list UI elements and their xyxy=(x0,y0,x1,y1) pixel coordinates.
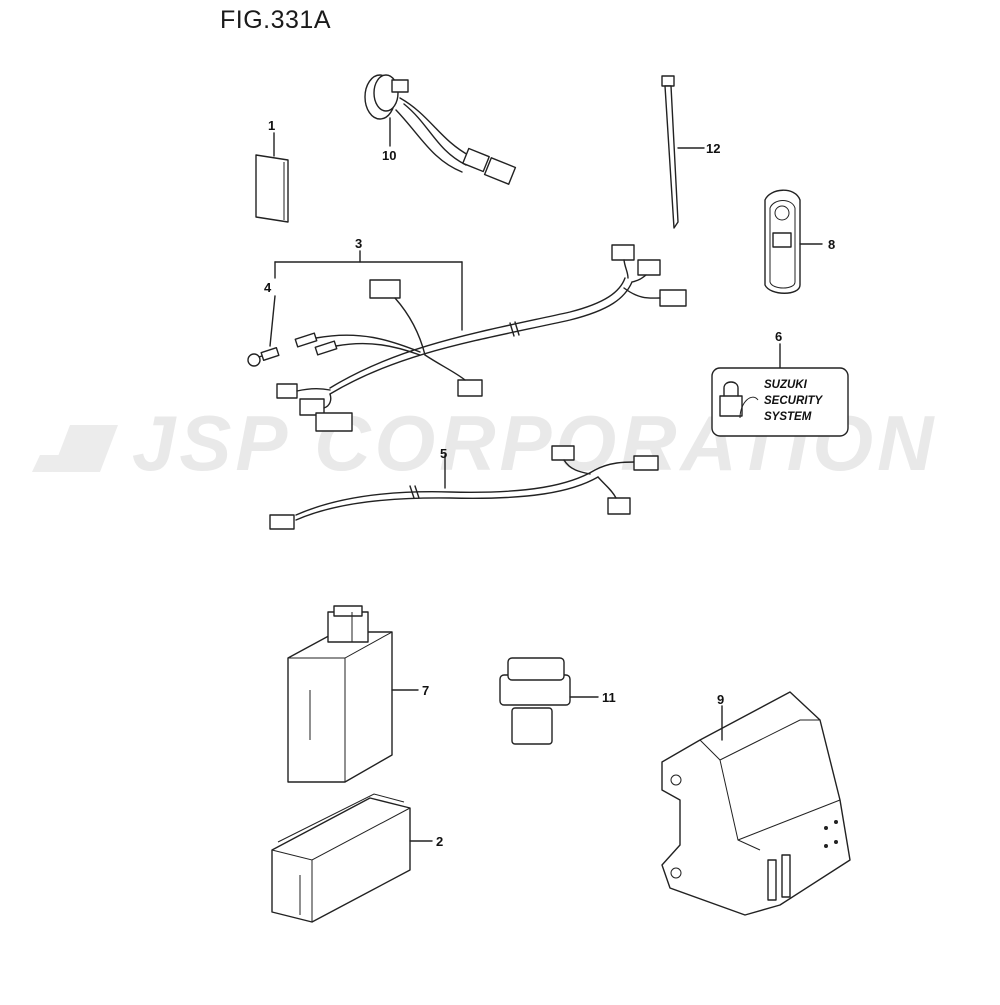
part-1-card xyxy=(255,132,289,223)
part-7-control-module xyxy=(287,605,419,783)
part-5-sub-harness xyxy=(269,445,659,530)
callout-6: 6 xyxy=(775,329,782,344)
callout-5: 5 xyxy=(440,446,447,461)
callout-9: 9 xyxy=(717,692,724,707)
callout-1: 1 xyxy=(268,118,275,133)
callout-2: 2 xyxy=(436,834,443,849)
part-2-holder-case xyxy=(271,793,433,923)
part-11-switch xyxy=(499,657,599,745)
security-label-line2: SECURITY xyxy=(764,395,823,407)
callout-8: 8 xyxy=(828,237,835,252)
callout-3: 3 xyxy=(355,236,362,251)
callout-11: 11 xyxy=(602,690,616,705)
security-label-line1: SUZUKI xyxy=(764,379,808,391)
callout-10: 10 xyxy=(382,148,396,163)
security-label-line3: SYSTEM xyxy=(764,411,812,423)
part-3-bracket xyxy=(269,250,463,347)
part-3-main-harness xyxy=(247,244,687,432)
callout-12: 12 xyxy=(706,141,720,156)
part-9-bracket-cover xyxy=(661,691,851,916)
part-12-cable-tie xyxy=(661,75,705,229)
part-10-sensor-harness xyxy=(364,74,517,185)
callout-7: 7 xyxy=(422,683,429,698)
part-6-security-label: SUZUKI SECURITY SYSTEM xyxy=(711,343,849,437)
callout-4: 4 xyxy=(264,280,272,295)
part-8-key-fob xyxy=(764,189,823,294)
figure-title: FIG.331A xyxy=(220,6,331,34)
